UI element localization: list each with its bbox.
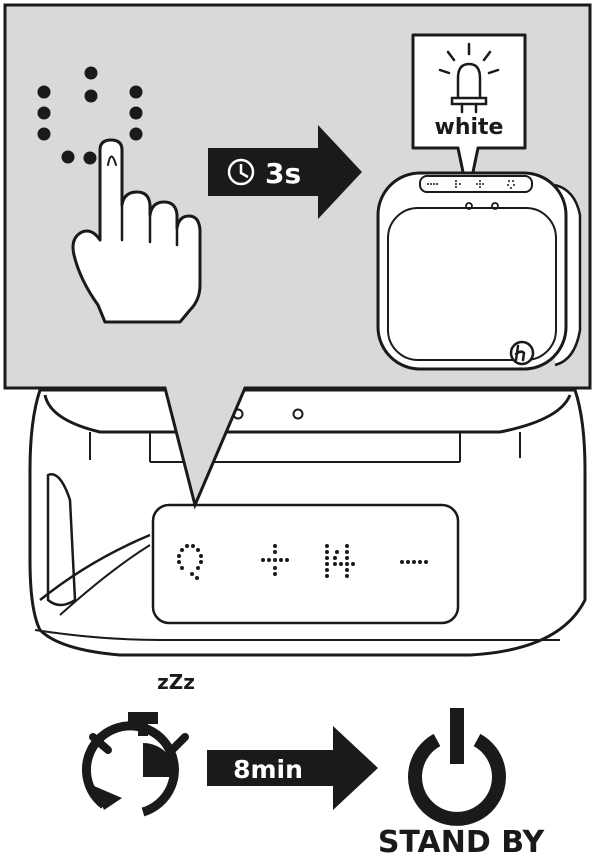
standby-label: STAND BY — [378, 825, 546, 860]
press-duration-label: 3s — [265, 157, 301, 190]
display-symbol-plus — [261, 544, 289, 576]
speaker-device-small — [376, 171, 582, 371]
display-symbol-loading — [177, 544, 203, 580]
display-symbol-14 — [325, 544, 355, 578]
dotted-circle-icon — [37, 66, 143, 165]
finger-press-icon — [71, 138, 202, 324]
display-symbol-dash — [400, 560, 428, 564]
led-color-label: white — [435, 115, 504, 140]
press-duration-arrow: 3s — [208, 125, 362, 219]
sleep-label: zZz — [157, 670, 195, 694]
led-light-icon — [438, 42, 500, 114]
brand-logo-icon — [509, 340, 535, 366]
clock-icon — [227, 158, 255, 186]
stopwatch-icon — [82, 712, 189, 817]
power-icon — [408, 708, 506, 826]
display-symbols — [177, 544, 428, 580]
device-display-window — [151, 503, 460, 625]
standby-duration-label: 8min — [233, 755, 303, 784]
standby-duration-arrow: 8min — [207, 726, 378, 810]
